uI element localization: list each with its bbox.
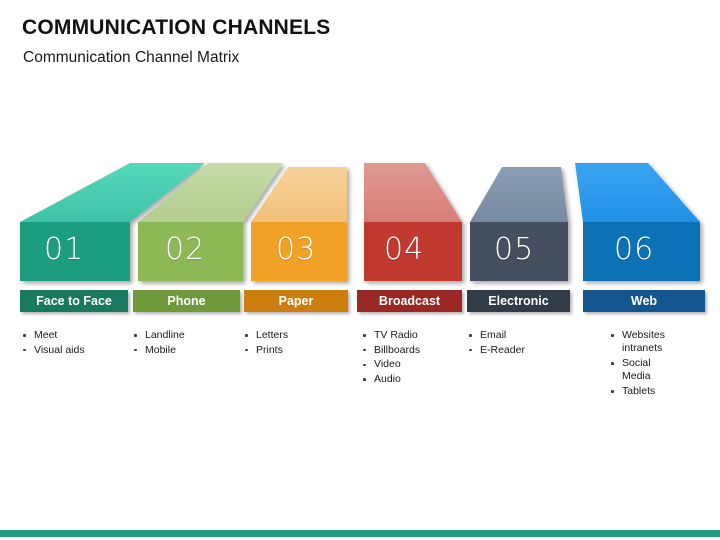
communication-channel-matrix: 01 02 03 04 05 06 Face to Face Phone Pap…: [20, 163, 705, 400]
bullet-item: Meet: [20, 329, 128, 342]
page-subtitle: Communication Channel Matrix: [23, 49, 240, 66]
chevron-shape-06[interactable]: [575, 163, 700, 281]
page-title: COMMUNICATION CHANNELS: [22, 16, 331, 39]
channel-label-broadcast[interactable]: Broadcast: [357, 290, 462, 312]
chevron-05-top: [470, 167, 568, 222]
chevron-06-top: [575, 163, 700, 222]
chevron-01-top: [20, 163, 205, 222]
chevron-shape-05[interactable]: [470, 167, 568, 281]
footer-accent-bar: [0, 530, 720, 537]
bullet-item: Prints: [242, 344, 347, 357]
bullet-item: Mobile: [131, 344, 239, 357]
bullet-item: Letters: [242, 329, 347, 342]
bullet-item: TV Radio: [360, 329, 460, 342]
chevron-05-body: [470, 222, 568, 281]
chevron-shape-04[interactable]: [364, 163, 462, 281]
bullet-item: Social Media: [608, 357, 680, 383]
channel-label-web[interactable]: Web: [583, 290, 705, 312]
chevron-shapes-group: [20, 163, 700, 281]
bullet-item: Tablets: [608, 385, 680, 398]
chevron-01-body: [20, 222, 130, 281]
chevron-02-body: [138, 222, 243, 281]
channel-label-phone[interactable]: Phone: [133, 290, 240, 312]
channel-label-electronic[interactable]: Electronic: [467, 290, 570, 312]
channel-label-paper[interactable]: Paper: [244, 290, 348, 312]
bullet-item: Audio: [360, 373, 460, 386]
chevron-03-top: [251, 167, 347, 222]
bullet-item: Billboards: [360, 344, 460, 357]
chevron-04-body: [364, 222, 462, 281]
chevron-04-top: [364, 163, 462, 222]
chevron-03-body: [251, 222, 347, 281]
chevron-shape-03[interactable]: [251, 167, 347, 281]
channel-label-face-to-face[interactable]: Face to Face: [20, 290, 128, 312]
bullet-item: Video: [360, 358, 460, 371]
bullet-item: E-Reader: [466, 344, 569, 357]
bullet-item: Email: [466, 329, 569, 342]
chevron-02-top: [138, 163, 283, 222]
bullet-item: Visual aids: [20, 344, 128, 357]
chevron-shape-02[interactable]: [138, 163, 283, 281]
chevron-shape-01[interactable]: [20, 163, 205, 281]
bullet-item: Websites intranets: [608, 329, 680, 355]
chevron-06-body: [583, 222, 700, 281]
bullet-item: Landline: [131, 329, 239, 342]
